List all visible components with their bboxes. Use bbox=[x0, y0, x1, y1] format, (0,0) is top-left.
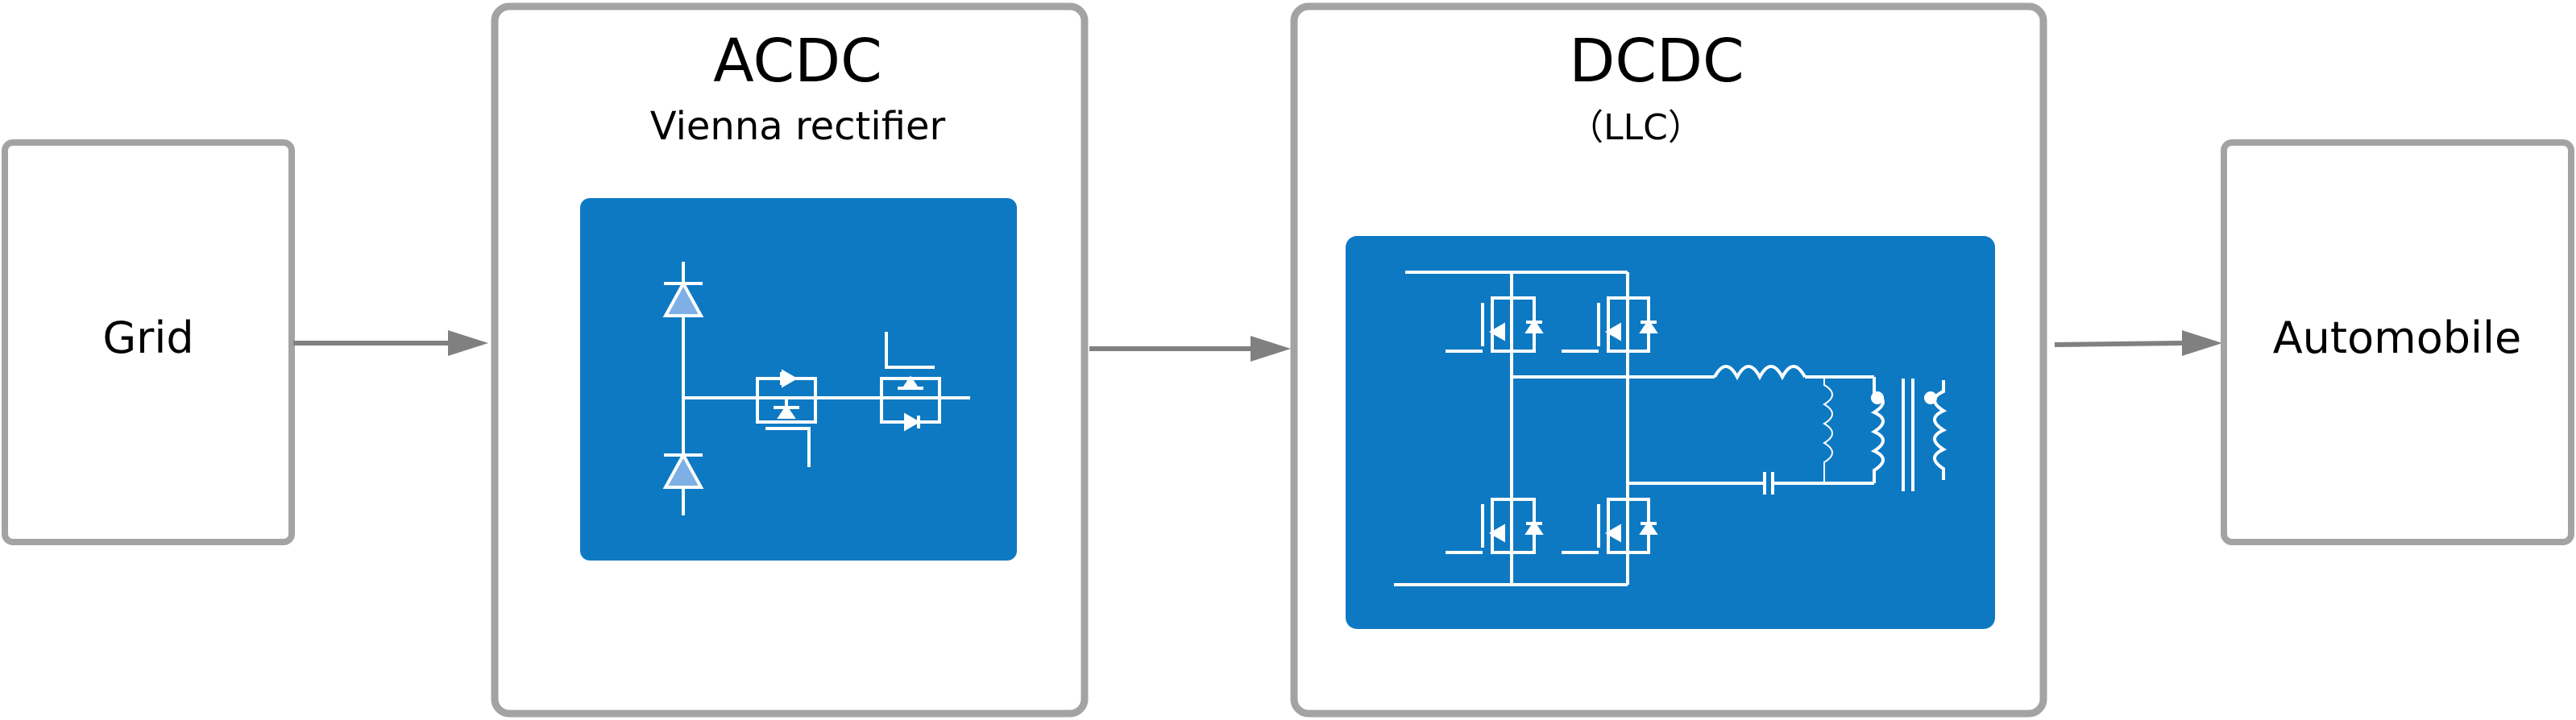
dcdc-block: DCDC （LLC） bbox=[1290, 2, 2047, 718]
resonant-capacitor-icon bbox=[1763, 472, 1824, 494]
bidirectional-switch-2-icon bbox=[880, 332, 941, 432]
dcdc-title: DCDC bbox=[1569, 27, 1744, 96]
lower-diode-icon bbox=[662, 451, 704, 489]
arrow-grid-to-acdc bbox=[293, 330, 488, 356]
resonant-inductor-icon bbox=[1713, 365, 1824, 381]
transformer-secondary-icon bbox=[1924, 380, 1948, 480]
mosfet-q4-icon bbox=[1562, 498, 1658, 554]
acdc-block: ACDC Vienna rectifier bbox=[491, 2, 1089, 718]
upper-diode-icon bbox=[662, 279, 704, 317]
mosfet-q1-icon bbox=[1446, 296, 1544, 353]
grid-block: Grid bbox=[2, 139, 295, 545]
arrow-acdc-to-dcdc bbox=[1089, 336, 1291, 362]
dcdc-subtitle: （LLC） bbox=[1568, 107, 1703, 148]
acdc-title: ACDC bbox=[713, 27, 882, 96]
transformer-core-icon bbox=[1902, 379, 1914, 491]
grid-label: Grid bbox=[102, 312, 193, 363]
automobile-label: Automobile bbox=[2273, 312, 2522, 363]
vienna-rectifier-schematic bbox=[580, 198, 1017, 561]
acdc-subtitle: Vienna rectifier bbox=[650, 104, 946, 149]
mosfet-q2-icon bbox=[1562, 296, 1658, 353]
automobile-block: Automobile bbox=[2221, 139, 2574, 545]
mosfet-q3-icon bbox=[1446, 498, 1544, 554]
magnetizing-inductor-icon bbox=[1823, 377, 1833, 483]
llc-converter-schematic bbox=[1346, 236, 1995, 629]
arrow-dcdc-to-automobile bbox=[2054, 330, 2222, 356]
bidirectional-switch-1-icon bbox=[756, 369, 817, 467]
transformer-primary-icon bbox=[1870, 377, 1885, 483]
